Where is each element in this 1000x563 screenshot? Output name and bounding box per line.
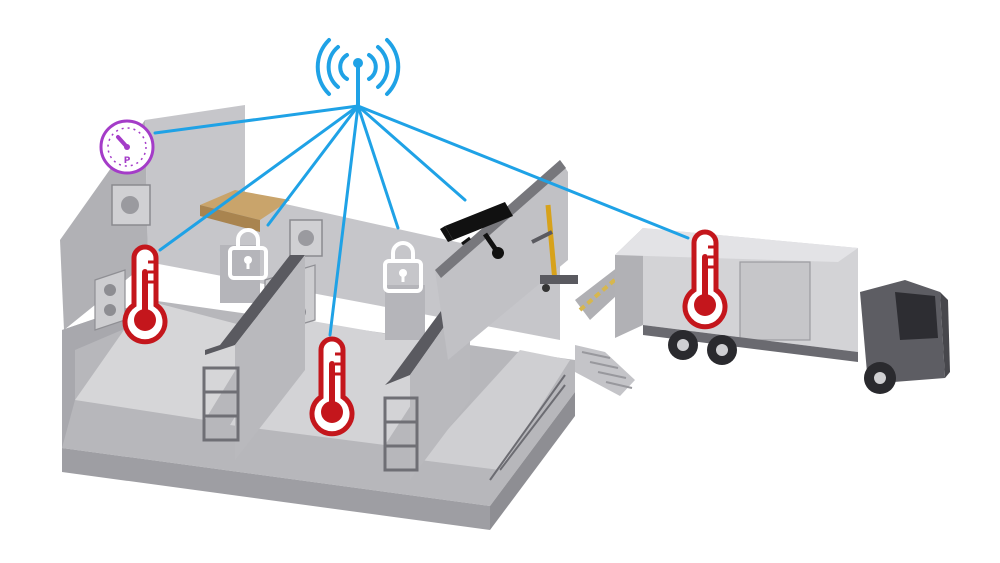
building-base-side bbox=[490, 392, 575, 530]
pallets bbox=[200, 190, 290, 220]
signal-line-thermo-middle bbox=[328, 104, 360, 337]
loading-stairs bbox=[575, 345, 635, 396]
corridor-rail-2 bbox=[499, 384, 566, 471]
signal-line-lock-middle bbox=[356, 104, 400, 230]
cab-window bbox=[895, 292, 938, 340]
ramp-stripe bbox=[578, 256, 642, 312]
building-base-front bbox=[62, 448, 490, 530]
pressure-gauge-icon: P bbox=[99, 119, 155, 175]
padlock-icon bbox=[228, 228, 268, 280]
signal-line-gauge bbox=[153, 104, 360, 135]
cab-front bbox=[940, 292, 950, 378]
signal-lines bbox=[153, 104, 690, 337]
door-left bbox=[220, 245, 260, 303]
thermometer-icon bbox=[682, 229, 728, 330]
refrigerated-truck bbox=[615, 228, 950, 394]
corridor-wall bbox=[435, 160, 568, 360]
signal-line-camera bbox=[356, 104, 467, 202]
corridor-floor bbox=[420, 350, 570, 470]
left-wall bbox=[62, 300, 150, 448]
trailer-underbody bbox=[643, 325, 858, 362]
corridor-rail-1 bbox=[489, 374, 566, 481]
room-floor-left bbox=[75, 300, 260, 420]
evaporator-left bbox=[94, 269, 126, 331]
cooling-unit-middle bbox=[289, 219, 323, 257]
trailer-top bbox=[615, 228, 858, 262]
trailer-door bbox=[739, 261, 811, 341]
partition-wall-1 bbox=[205, 255, 305, 355]
pallet-jack bbox=[531, 204, 578, 292]
signal-line-thermo-left bbox=[158, 104, 360, 252]
door-middle bbox=[385, 285, 425, 340]
padlock-icon bbox=[383, 241, 423, 293]
wifi-antenna-icon bbox=[315, 38, 401, 108]
cooling-unit-left bbox=[111, 184, 151, 226]
signal-line-lock-left bbox=[266, 104, 360, 227]
signal-line-thermo-truck bbox=[356, 104, 690, 240]
thermometer-icon bbox=[122, 244, 168, 345]
thermometer-icon bbox=[309, 336, 355, 437]
shelving-left bbox=[202, 366, 240, 442]
security-camera-icon bbox=[440, 202, 513, 259]
partition-wall-1-face bbox=[235, 255, 305, 460]
shelving-middle bbox=[383, 396, 419, 472]
gauge-label: P bbox=[124, 156, 131, 166]
